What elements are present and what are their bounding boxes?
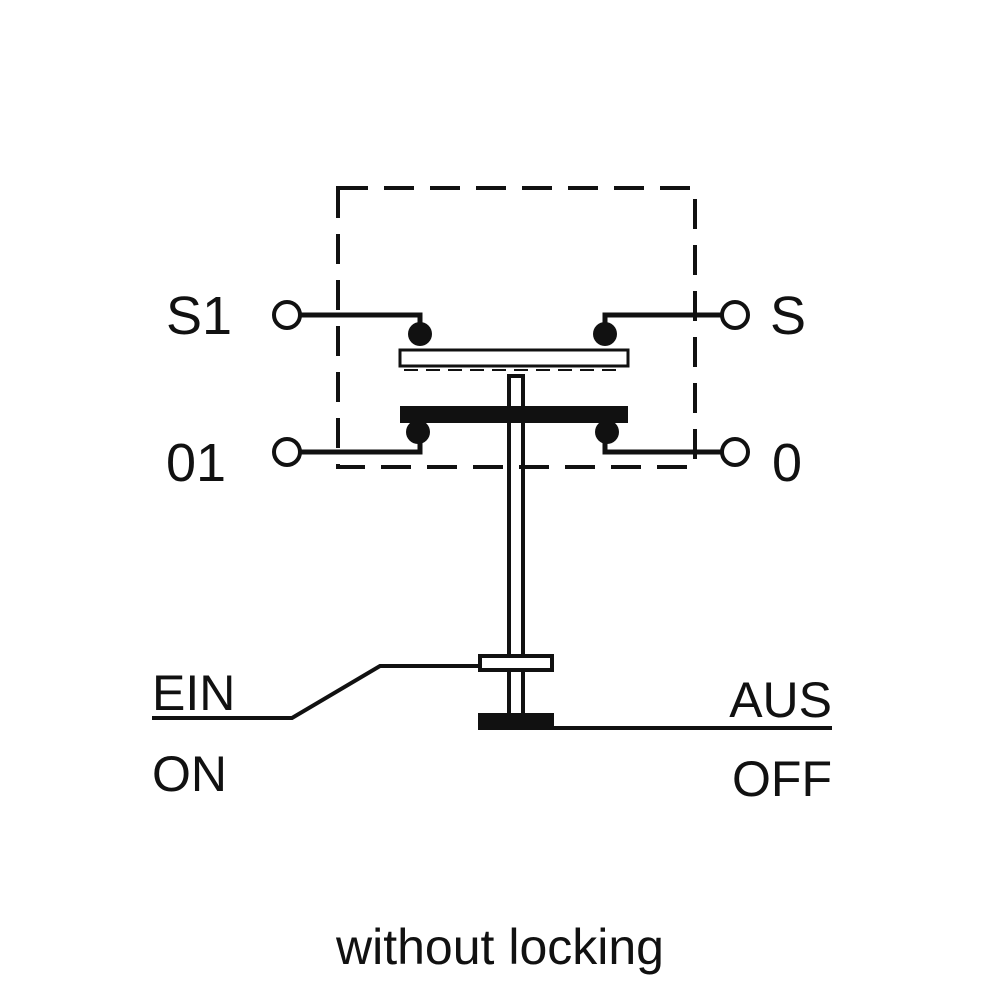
- housing-dashed-box: [336, 186, 697, 469]
- label-off: OFF: [732, 751, 832, 807]
- label-0: 0: [772, 433, 802, 493]
- terminal-0-circle: [720, 437, 750, 467]
- terminal-s: [593, 300, 750, 346]
- open-contact-bridge: [398, 348, 630, 368]
- label-aus: AUS: [729, 672, 832, 728]
- plunger-collar: [478, 654, 554, 672]
- label-ein: EIN: [152, 665, 235, 721]
- label-01: 01: [166, 433, 226, 493]
- label-s: S: [770, 286, 806, 346]
- contact-s1-dot: [408, 322, 432, 346]
- closed-contact-bridge: [400, 406, 628, 423]
- on-position-line: [152, 664, 480, 720]
- terminal-s1-wire: [300, 312, 423, 330]
- terminal-0: [595, 420, 750, 467]
- plunger-base-block: [478, 713, 554, 730]
- terminal-s-circle: [720, 300, 750, 330]
- terminal-01-wire: [300, 440, 423, 455]
- terminal-0-wire: [602, 440, 722, 455]
- terminal-s-wire: [602, 312, 722, 330]
- terminal-01: [272, 420, 430, 467]
- label-on: ON: [152, 746, 227, 802]
- diagram-caption: without locking: [336, 919, 664, 975]
- label-s1: S1: [166, 286, 232, 346]
- contact-01-dot: [406, 420, 430, 444]
- terminal-s1: [272, 300, 432, 346]
- terminal-s1-circle: [272, 300, 302, 330]
- contact-s-dot: [593, 322, 617, 346]
- contact-0-dot: [595, 420, 619, 444]
- terminal-01-circle: [272, 437, 302, 467]
